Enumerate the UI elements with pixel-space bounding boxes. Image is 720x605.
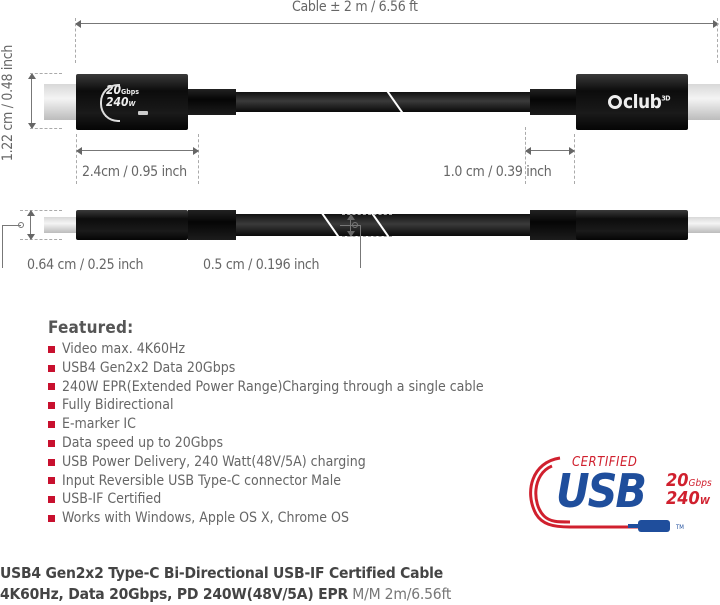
usb-arc-icon: [529, 456, 670, 532]
certified-text: CERTIFIED: [572, 455, 638, 470]
product-title-line1: USB4 Gen2x2 Type-C Bi-Directional USB-IF…: [0, 564, 444, 582]
side-cable-body: [236, 214, 533, 236]
connector-height-label: 1.22 cm / 0.48 inch: [0, 44, 16, 162]
bullet-icon: [48, 364, 55, 372]
list-item: USB4 Gen2x2 Data 20Gbps: [48, 359, 484, 378]
features-section: Featured: Video max. 4K60Hz USB4 Gen2x2 …: [48, 318, 484, 528]
logo-speed: 20Gbps: [666, 470, 712, 491]
speed-badge: 20Gbps 240W: [100, 84, 148, 122]
list-item: Data speed up to 20Gbps: [48, 434, 484, 453]
usb-text: USB: [556, 464, 647, 518]
list-item: 240W EPR(Extended Power Range)Charging t…: [48, 378, 484, 397]
usb-certified-logo: CERTIFIED USB 20Gbps 240W TM: [520, 452, 720, 542]
cable-body: [236, 92, 533, 112]
connector-housing-left: 20Gbps 240W: [76, 74, 188, 130]
logo-power: 240W: [666, 488, 710, 509]
cable-diameter-label: 0.5 cm / 0.196 inch: [203, 257, 320, 273]
usb-c-plug-right: [688, 84, 720, 120]
trademark: TM: [676, 524, 684, 531]
badge-arc-icon: [100, 84, 120, 122]
connector-thickness-label: 0.64 cm / 0.25 inch: [27, 257, 144, 273]
cable-length-label: Cable ± 2 m / 6.56 ft: [292, 0, 418, 15]
side-housing-right: [576, 210, 688, 240]
bullet-icon: [48, 496, 55, 504]
bullet-icon: [48, 439, 55, 447]
cable-length-arrow: [75, 20, 719, 28]
club3d-c-icon: [608, 95, 622, 109]
list-item: Video max. 4K60Hz: [48, 340, 484, 359]
list-item: Works with Windows, Apple OS X, Chrome O…: [48, 509, 484, 528]
strain-relief-arrow: [525, 147, 575, 155]
list-item: E-marker IC: [48, 415, 484, 434]
club3d-logo: club3D: [608, 91, 671, 113]
strain-relief-right: [530, 89, 578, 115]
product-title: USB4 Gen2x2 Type-C Bi-Directional USB-IF…: [0, 563, 451, 605]
connector-length-label: 2.4cm / 0.95 inch: [82, 164, 187, 180]
product-title-line2: 4K60Hz, Data 20Gbps, PD 240W(48V/5A) EPR…: [0, 585, 452, 603]
connector-housing-right: club3D: [576, 74, 688, 130]
bullet-icon: [48, 421, 55, 429]
usb-c-plug-left: [44, 84, 78, 120]
bullet-icon: [48, 458, 55, 466]
bullet-icon: [48, 402, 55, 410]
list-item: USB-IF Certified: [48, 490, 484, 509]
bullet-icon: [48, 345, 55, 353]
list-item: USB Power Delivery, 240 Watt(48V/5A) cha…: [48, 453, 484, 472]
features-list: Video max. 4K60Hz USB4 Gen2x2 Data 20Gbp…: [48, 340, 484, 528]
bullet-icon: [48, 383, 55, 391]
list-item: Input Reversible USB Type-C connector Ma…: [48, 472, 484, 491]
connector-height-arrow: [28, 73, 36, 129]
list-item: Fully Bidirectional: [48, 396, 484, 415]
connector-thickness-arrow: [27, 210, 35, 240]
features-title: Featured:: [48, 318, 134, 338]
bullet-icon: [48, 477, 55, 485]
strain-relief-left: [188, 89, 236, 115]
connector-length-arrow: [76, 147, 199, 155]
bullet-icon: [48, 515, 55, 523]
strain-relief-label: 1.0 cm / 0.39 inch: [443, 164, 552, 180]
side-housing-left: [76, 210, 188, 240]
plug-icon: [138, 111, 148, 115]
